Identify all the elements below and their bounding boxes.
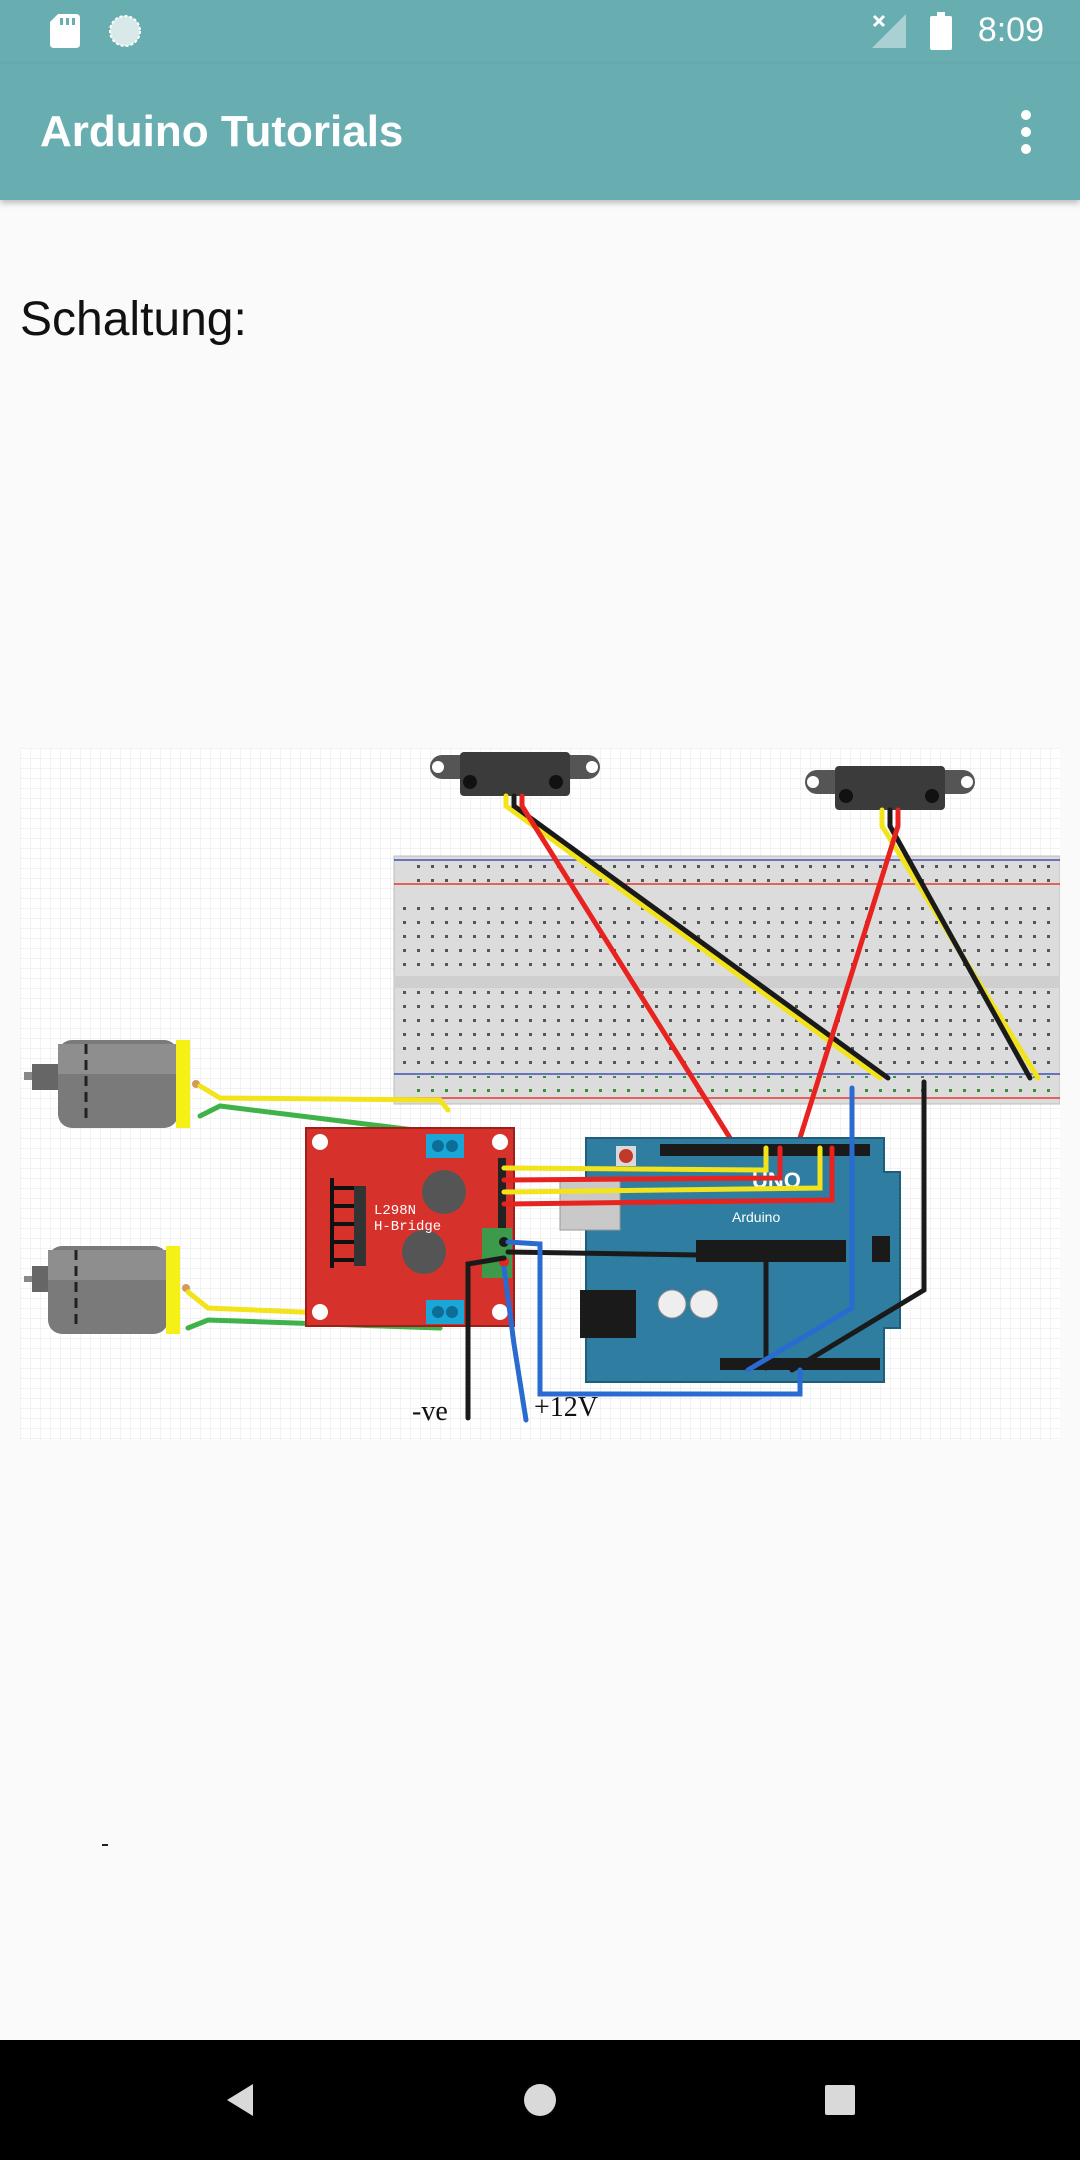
home-icon (524, 2084, 556, 2116)
svg-text:H-Bridge: H-Bridge (374, 1219, 441, 1235)
circuit-diagram: L298N H-Bridge UNO Arduino -v (20, 748, 1060, 1440)
ir-sensor-right (805, 766, 975, 810)
app-title: Arduino Tutorials (40, 107, 404, 156)
back-button[interactable] (180, 2040, 300, 2160)
positive-terminal-label: +12V (534, 1392, 598, 1423)
motor-bottom (24, 1246, 190, 1334)
recents-icon (825, 2085, 855, 2115)
control-wires (465, 1079, 927, 1423)
svg-text:L298N: L298N (374, 1203, 416, 1219)
status-bar: 8:09 (0, 0, 1080, 64)
sync-icon (109, 15, 141, 47)
back-icon (227, 2084, 253, 2116)
breadboard (393, 855, 1060, 1105)
negative-terminal-label: -ve (412, 1396, 448, 1427)
motor-top (24, 1040, 200, 1128)
svg-text:Arduino: Arduino (732, 1209, 780, 1225)
ir-sensor-left (430, 752, 600, 796)
arduino-uno-board: UNO Arduino (559, 1137, 901, 1383)
sd-card-icon (50, 14, 80, 48)
battery-icon (930, 12, 952, 50)
home-button[interactable] (480, 2040, 600, 2160)
app-toolbar: Arduino Tutorials (0, 64, 1080, 200)
signal-off-icon (872, 14, 906, 48)
navigation-bar (0, 2040, 1080, 2160)
more-options-button[interactable] (996, 102, 1056, 162)
status-clock: 8:09 (977, 11, 1044, 49)
recents-button[interactable] (780, 2040, 900, 2160)
sensor-wires (503, 793, 1041, 1141)
stray-mark (102, 1844, 108, 1846)
h-bridge-module: L298N H-Bridge (305, 1127, 515, 1327)
more-vert-icon (1021, 110, 1031, 120)
section-heading: Schaltung: (20, 293, 247, 346)
